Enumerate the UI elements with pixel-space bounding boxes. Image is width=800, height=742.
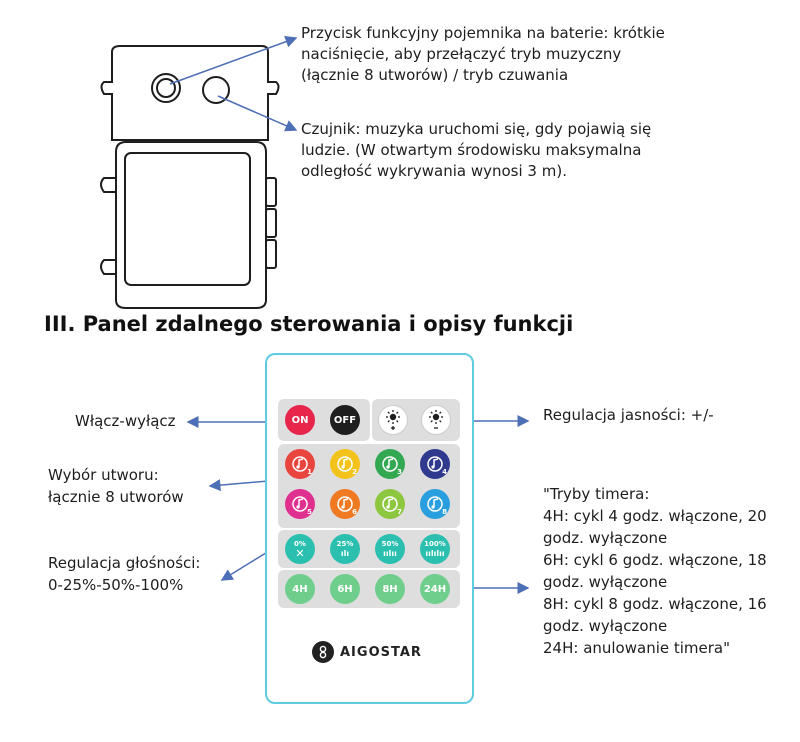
music-track-button[interactable]: 8 — [420, 489, 450, 519]
on-button[interactable]: ON — [285, 405, 315, 435]
timer-label-line-4: 6H: cykl 6 godz. włączone, 18 — [543, 551, 767, 569]
timer-24h-button[interactable]: 24H — [420, 574, 450, 604]
sound-wave-icon: ılı — [340, 549, 350, 558]
music-track-button[interactable]: 3 — [375, 449, 405, 479]
sensor-desc-line-1: Czujnik: muzyka uruchomi się, gdy pojawi… — [301, 120, 652, 138]
music-track-button[interactable]: 5 — [285, 489, 315, 519]
sound-wave-icon: ıılıı — [383, 549, 397, 558]
timer-label-line-1: "Tryby timera: — [543, 485, 650, 503]
music-note-icon — [427, 496, 443, 512]
timer-8h-button[interactable]: 8H — [375, 574, 405, 604]
music-track-button[interactable]: 7 — [375, 489, 405, 519]
volume-100-button[interactable]: 100% ıılılıı — [420, 534, 450, 564]
arrow-button — [169, 35, 298, 85]
timer-label-line-2: 4H: cykl 4 godz. włączone, 20 — [543, 507, 767, 525]
music-note-icon — [427, 456, 443, 472]
track-number: 5 — [307, 508, 312, 516]
sound-wave-icon: ıılılıı — [425, 549, 445, 558]
brand-name: AIGOSTAR — [340, 644, 422, 660]
brightness-up-button[interactable] — [378, 405, 408, 435]
off-button[interactable]: OFF — [330, 405, 360, 435]
music-track-button[interactable]: 1 — [285, 449, 315, 479]
track-number: 8 — [442, 508, 447, 516]
track-number: 7 — [397, 508, 402, 516]
volume-label-line-1: Regulacja głośności: — [48, 554, 201, 572]
function-button-drawing — [151, 73, 181, 103]
music-track-button[interactable]: 2 — [330, 449, 360, 479]
track-number: 1 — [307, 468, 312, 476]
timer-label-line-3: godz. wyłączone — [543, 529, 668, 547]
volume-25-label: 25% — [336, 540, 354, 548]
volume-50-button[interactable]: 50% ıılıı — [375, 534, 405, 564]
aigostar-logo-icon — [312, 641, 334, 663]
sun-plus-icon — [386, 410, 400, 430]
sun-minus-icon — [429, 410, 443, 429]
button-desc-line-1: Przycisk funkcyjny pojemnika na baterie:… — [301, 24, 665, 42]
timer-label-line-6: 8H: cykl 8 godz. włączone, 16 — [543, 595, 767, 613]
volume-50-label: 50% — [381, 540, 399, 548]
music-note-icon — [382, 456, 398, 472]
timer-label-line-7: godz. wyłączone — [543, 617, 668, 635]
track-label-line-2: łącznie 8 utworów — [48, 488, 184, 506]
aigostar-logo: AIGOSTAR — [312, 641, 422, 663]
music-track-button[interactable]: 6 — [330, 489, 360, 519]
timer-6h-button[interactable]: 6H — [330, 574, 360, 604]
volume-25-button[interactable]: 25% ılı — [330, 534, 360, 564]
music-note-icon — [292, 456, 308, 472]
track-number: 6 — [352, 508, 357, 516]
sensor-drawing — [202, 76, 230, 104]
music-note-icon — [337, 496, 353, 512]
button-desc-line-3: (łącznie 8 utworów) / tryb czuwania — [301, 66, 569, 84]
section-title: III. Panel zdalnego sterowania i opisy f… — [44, 312, 574, 336]
music-note-icon — [382, 496, 398, 512]
volume-label-line-2: 0-25%-50%-100% — [48, 576, 184, 594]
track-label-line-1: Wybór utworu: — [48, 466, 159, 484]
music-track-button[interactable]: 4 — [420, 449, 450, 479]
music-note-icon — [337, 456, 353, 472]
volume-100-label: 100% — [424, 540, 446, 548]
music-note-icon — [292, 496, 308, 512]
mute-icon: ✕ — [295, 547, 305, 560]
brightness-label: Regulacja jasności: +/- — [543, 406, 714, 424]
track-number: 2 — [352, 468, 357, 476]
sensor-desc-line-2: ludzie. (W otwartym środowisku maksymaln… — [301, 141, 642, 159]
track-number: 3 — [397, 468, 402, 476]
button-desc-line-2: naciśnięcie, aby przełączyć tryb muzyczn… — [301, 45, 622, 63]
timer-label-line-5: godz. wyłączone — [543, 573, 668, 591]
sensor-desc-line-3: odległość wykrywania wynosi 3 m). — [301, 162, 567, 180]
volume-0-label: 0% — [294, 540, 306, 548]
timer-4h-button[interactable]: 4H — [285, 574, 315, 604]
brightness-down-button[interactable] — [421, 405, 451, 435]
timer-label-line-8: 24H: anulowanie timera" — [543, 639, 731, 657]
arrow-sensor — [217, 95, 298, 132]
volume-0-button[interactable]: 0% ✕ — [285, 534, 315, 564]
track-number: 4 — [442, 468, 447, 476]
power-label: Włącz-wyłącz — [75, 412, 176, 430]
